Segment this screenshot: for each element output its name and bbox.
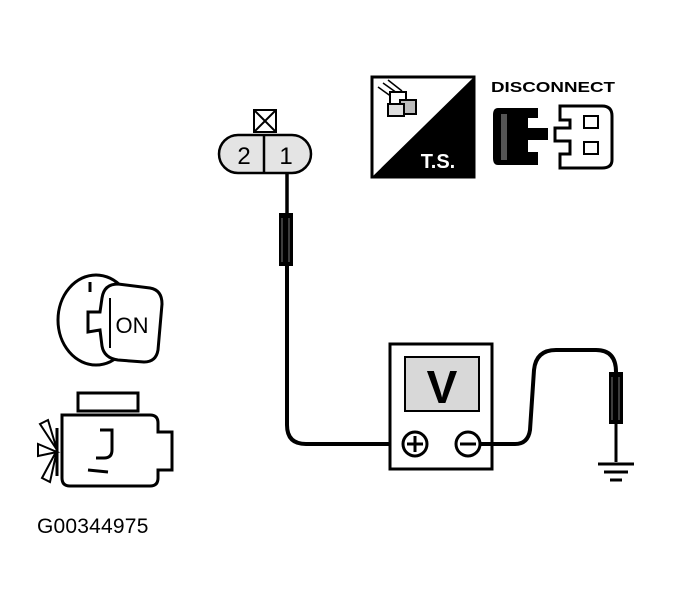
negative-terminal-icon (454, 430, 482, 458)
connector-pin-1: 1 (279, 143, 292, 170)
positive-terminal-icon (401, 430, 429, 458)
ignition-key-icon: ON (56, 273, 164, 367)
positive-probe-lead (279, 173, 391, 446)
harness-connector: 2 1 (217, 109, 313, 175)
connector-harness-icon (377, 79, 417, 117)
connector-pin-2: 2 (237, 143, 250, 170)
ts-icon: T.S. (370, 75, 476, 179)
fan-icon (37, 418, 61, 484)
disconnect-label: DISCONNECT (491, 79, 615, 96)
connector-lock-icon (253, 109, 277, 133)
ground-symbol-icon (598, 462, 634, 482)
figure-id: G00344975 (37, 515, 149, 538)
voltmeter-display (404, 356, 480, 412)
probe-tip-negative (609, 372, 623, 424)
disconnect-icon: DISCONNECT (491, 79, 615, 170)
probe-tip-positive (279, 213, 293, 266)
voltmeter: V (388, 342, 494, 471)
engine-icon (37, 391, 174, 488)
voltmeter-label: V (427, 361, 458, 413)
ts-label: T.S. (421, 151, 455, 173)
negative-probe-lead (480, 348, 634, 482)
ignition-label: ON (116, 313, 149, 338)
